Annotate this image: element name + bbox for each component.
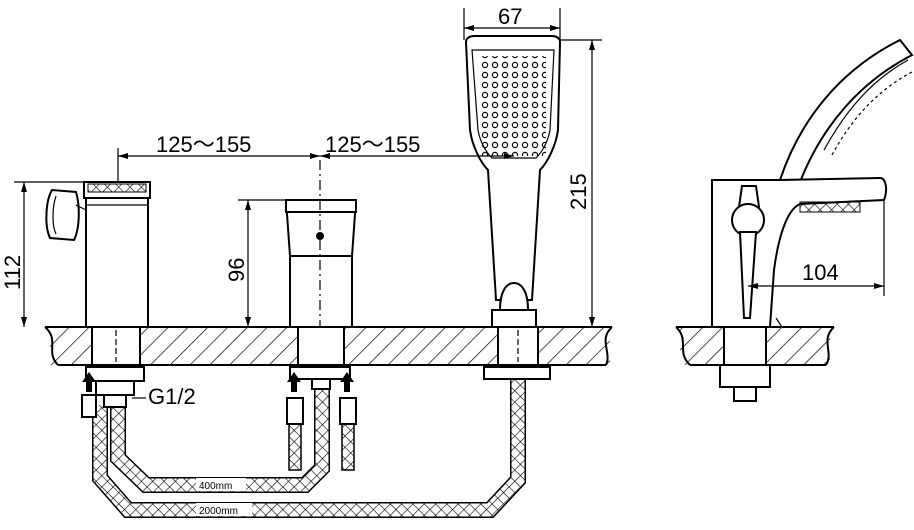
dim-spacing-right-label: 125～155 [325,132,420,157]
hand-shower-unit [464,35,562,380]
dim-shower-height [560,39,602,327]
dim-spacing-left [117,148,320,182]
dim-head-width-label: 67 [498,4,522,29]
dim-shower-height-label: 215 [566,173,591,210]
dim-spout-height-label: 112 [0,255,25,290]
dim-spout-reach [748,200,885,296]
hose-long [92,372,526,518]
spout-unit [45,181,151,418]
valve-unit [284,160,358,471]
thread-size: G1/2 [148,384,196,409]
dim-spout-reach-label: 104 [802,260,839,285]
hose-long-length: 2000mm [199,506,238,517]
dim-spout-height [14,181,84,327]
dim-spacing-left-label: 125～155 [156,132,251,157]
hose-short-length: 400mm [199,481,232,492]
dim-valve-height [238,199,286,327]
dim-spacing-right [320,153,514,159]
side-view-unit [711,38,914,402]
dim-head-width [463,8,561,40]
dim-valve-height-label: 96 [224,258,249,282]
